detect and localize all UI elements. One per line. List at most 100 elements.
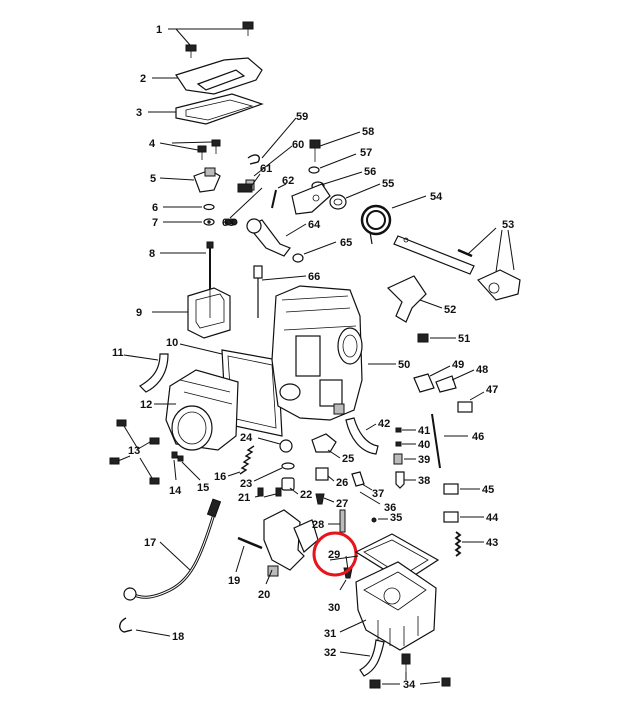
label-19: 19 — [228, 575, 240, 587]
label-7: 7 — [152, 217, 158, 229]
part-66-bolt — [253, 265, 307, 318]
part-8-jet-needle — [160, 241, 214, 295]
part-17-throttle-cable — [123, 498, 222, 601]
label-38: 38 — [418, 475, 430, 487]
label-35: 35 — [390, 512, 402, 524]
part-13-screws — [109, 419, 160, 485]
part-22-plug — [281, 477, 299, 495]
label-44: 44 — [486, 512, 499, 524]
label-15: 15 — [197, 482, 209, 494]
part-14-part-15-small — [171, 451, 201, 481]
part-20-choke-lever — [263, 509, 319, 585]
part-30-pilot-jet — [339, 579, 347, 591]
label-1: 1 — [156, 24, 162, 36]
part-lever-arm — [291, 183, 331, 215]
part-9-throttle-valve — [152, 287, 231, 339]
part-50-carburetor-body — [271, 285, 396, 421]
label-3: 3 — [136, 107, 142, 119]
part-55-washer — [329, 183, 381, 210]
part-42-hose — [345, 417, 379, 455]
label-21: 21 — [238, 492, 250, 504]
label-14: 14 — [169, 485, 182, 497]
label-12: 12 — [140, 399, 152, 411]
label-25: 25 — [342, 453, 354, 465]
label-22: 22 — [300, 489, 312, 501]
part-3-cap-gasket — [148, 93, 264, 125]
label-24: 24 — [240, 432, 253, 444]
label-51: 51 — [458, 333, 470, 345]
label-5: 5 — [150, 173, 156, 185]
label-6: 6 — [152, 202, 158, 214]
label-27: 27 — [336, 498, 348, 510]
label-47: 47 — [486, 384, 498, 396]
label-9: 9 — [136, 307, 142, 319]
label-60: 60 — [292, 139, 304, 151]
label-49: 49 — [452, 359, 464, 371]
part-27-jet — [315, 493, 335, 505]
part-5-throttle-sensor — [159, 167, 221, 193]
label-26: 26 — [336, 477, 348, 489]
part-63-nut — [224, 187, 263, 226]
part-28-needle-jet — [328, 509, 346, 533]
label-31: 31 — [324, 628, 336, 640]
label-11: 11 — [112, 347, 124, 359]
label-62: 62 — [282, 175, 294, 187]
part-64-shaft — [246, 218, 307, 257]
part-51-screw — [417, 333, 456, 343]
label-61: 61 — [260, 163, 272, 175]
part-62-pin — [271, 183, 287, 209]
part-6-oring — [163, 203, 215, 211]
label-55: 55 — [382, 178, 394, 190]
label-29: 29 — [328, 549, 340, 561]
part-16-spring — [227, 445, 255, 477]
label-66: 66 — [308, 271, 320, 283]
label-17: 17 — [144, 537, 156, 549]
label-34: 34 — [403, 679, 416, 691]
part-12-intake-housing — [154, 369, 239, 451]
part-shaft — [393, 235, 475, 275]
part-59-clip — [247, 117, 297, 165]
part-1-screws — [168, 21, 254, 58]
label-45: 45 — [482, 484, 494, 496]
part-23-oring — [253, 462, 295, 482]
label-46: 46 — [472, 431, 484, 443]
label-50: 50 — [398, 359, 410, 371]
label-65: 65 — [340, 237, 352, 249]
label-41: 41 — [418, 425, 430, 437]
part-2-top-cap — [152, 57, 263, 95]
label-4: 4 — [149, 138, 156, 150]
part-58-screw — [309, 131, 361, 162]
label-20: 20 — [258, 589, 270, 601]
part-34-screws — [369, 653, 451, 689]
part-45-44-43-screws — [443, 483, 484, 557]
part-47-screw — [457, 391, 485, 413]
part-18-clip — [119, 617, 171, 637]
part-24-cap — [257, 437, 293, 453]
label-53: 53 — [502, 219, 514, 231]
label-56: 56 — [364, 166, 376, 178]
part-7-washer — [163, 218, 215, 226]
part-49-part-48-fitting — [413, 365, 475, 393]
part-52-bracket — [386, 275, 443, 323]
part-11-vent-hose — [123, 353, 169, 393]
label-13: 13 — [128, 445, 140, 457]
label-54: 54 — [430, 191, 443, 203]
part-54-spring — [360, 195, 427, 245]
part-26-jet-holder — [315, 467, 335, 482]
label-32: 32 — [324, 647, 336, 659]
part-57-washer — [308, 153, 357, 174]
label-28: 28 — [312, 519, 324, 531]
part-21-screws — [254, 487, 282, 498]
label-52: 52 — [444, 304, 456, 316]
label-57: 57 — [360, 147, 372, 159]
part-37-36-35 — [351, 471, 388, 523]
label-10: 10 — [166, 337, 178, 349]
part-25-connector — [311, 433, 341, 459]
label-48: 48 — [476, 364, 488, 376]
label-36: 36 — [384, 502, 396, 514]
label-64: 64 — [308, 219, 321, 231]
part-61-spring — [237, 173, 261, 193]
part-32-drain-hose — [339, 639, 385, 677]
label-30: 30 — [328, 602, 340, 614]
